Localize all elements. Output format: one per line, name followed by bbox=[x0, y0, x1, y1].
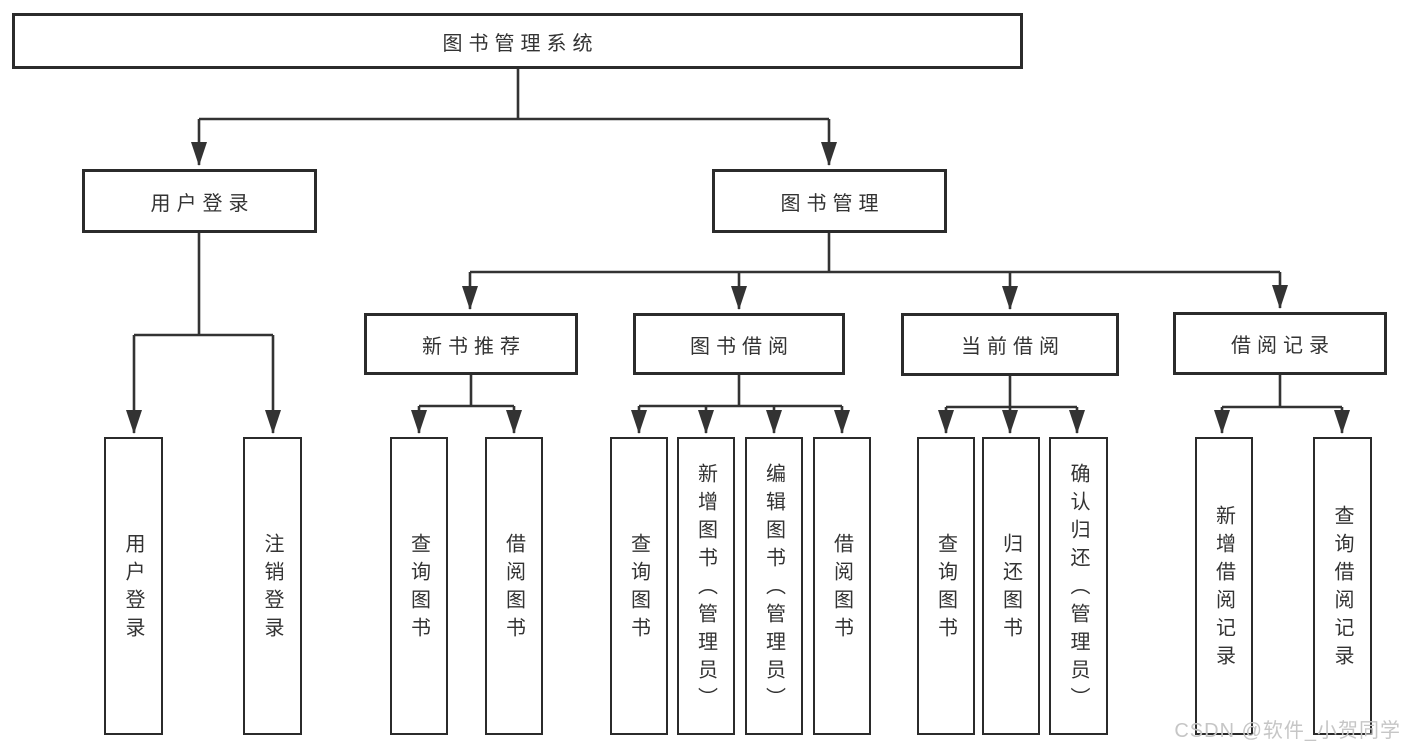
leaf-add-borrow-record: 新增借阅记录 bbox=[1195, 437, 1253, 735]
node-borrowing-records: 借阅记录 bbox=[1173, 312, 1387, 375]
node-book-management: 图书管理 bbox=[712, 169, 947, 233]
node-book-borrowing: 图书借阅 bbox=[633, 313, 845, 375]
leaf-confirm-return-admin: 确认归还（管理员） bbox=[1049, 437, 1108, 735]
node-user-login: 用户登录 bbox=[82, 169, 317, 233]
node-current-borrowing: 当前借阅 bbox=[901, 313, 1119, 376]
leaf-add-books-admin: 新增图书（管理员） bbox=[677, 437, 735, 735]
node-new-book-recommendation: 新书推荐 bbox=[364, 313, 578, 375]
leaf-logout: 注销登录 bbox=[243, 437, 302, 735]
leaf-query-books-borrow: 查询图书 bbox=[610, 437, 668, 735]
leaf-edit-books-admin: 编辑图书（管理员） bbox=[745, 437, 803, 735]
leaf-query-books-recommend: 查询图书 bbox=[390, 437, 448, 735]
leaf-return-books: 归还图书 bbox=[982, 437, 1040, 735]
node-root-system: 图书管理系统 bbox=[12, 13, 1023, 69]
csdn-watermark: CSDN @软件_小贺同学 bbox=[1174, 720, 1401, 742]
leaf-query-books-current: 查询图书 bbox=[917, 437, 975, 735]
leaf-user-login: 用户登录 bbox=[104, 437, 163, 735]
leaf-borrow-books: 借阅图书 bbox=[813, 437, 871, 735]
leaf-query-borrow-record: 查询借阅记录 bbox=[1313, 437, 1372, 735]
leaf-borrow-books-recommend: 借阅图书 bbox=[485, 437, 543, 735]
